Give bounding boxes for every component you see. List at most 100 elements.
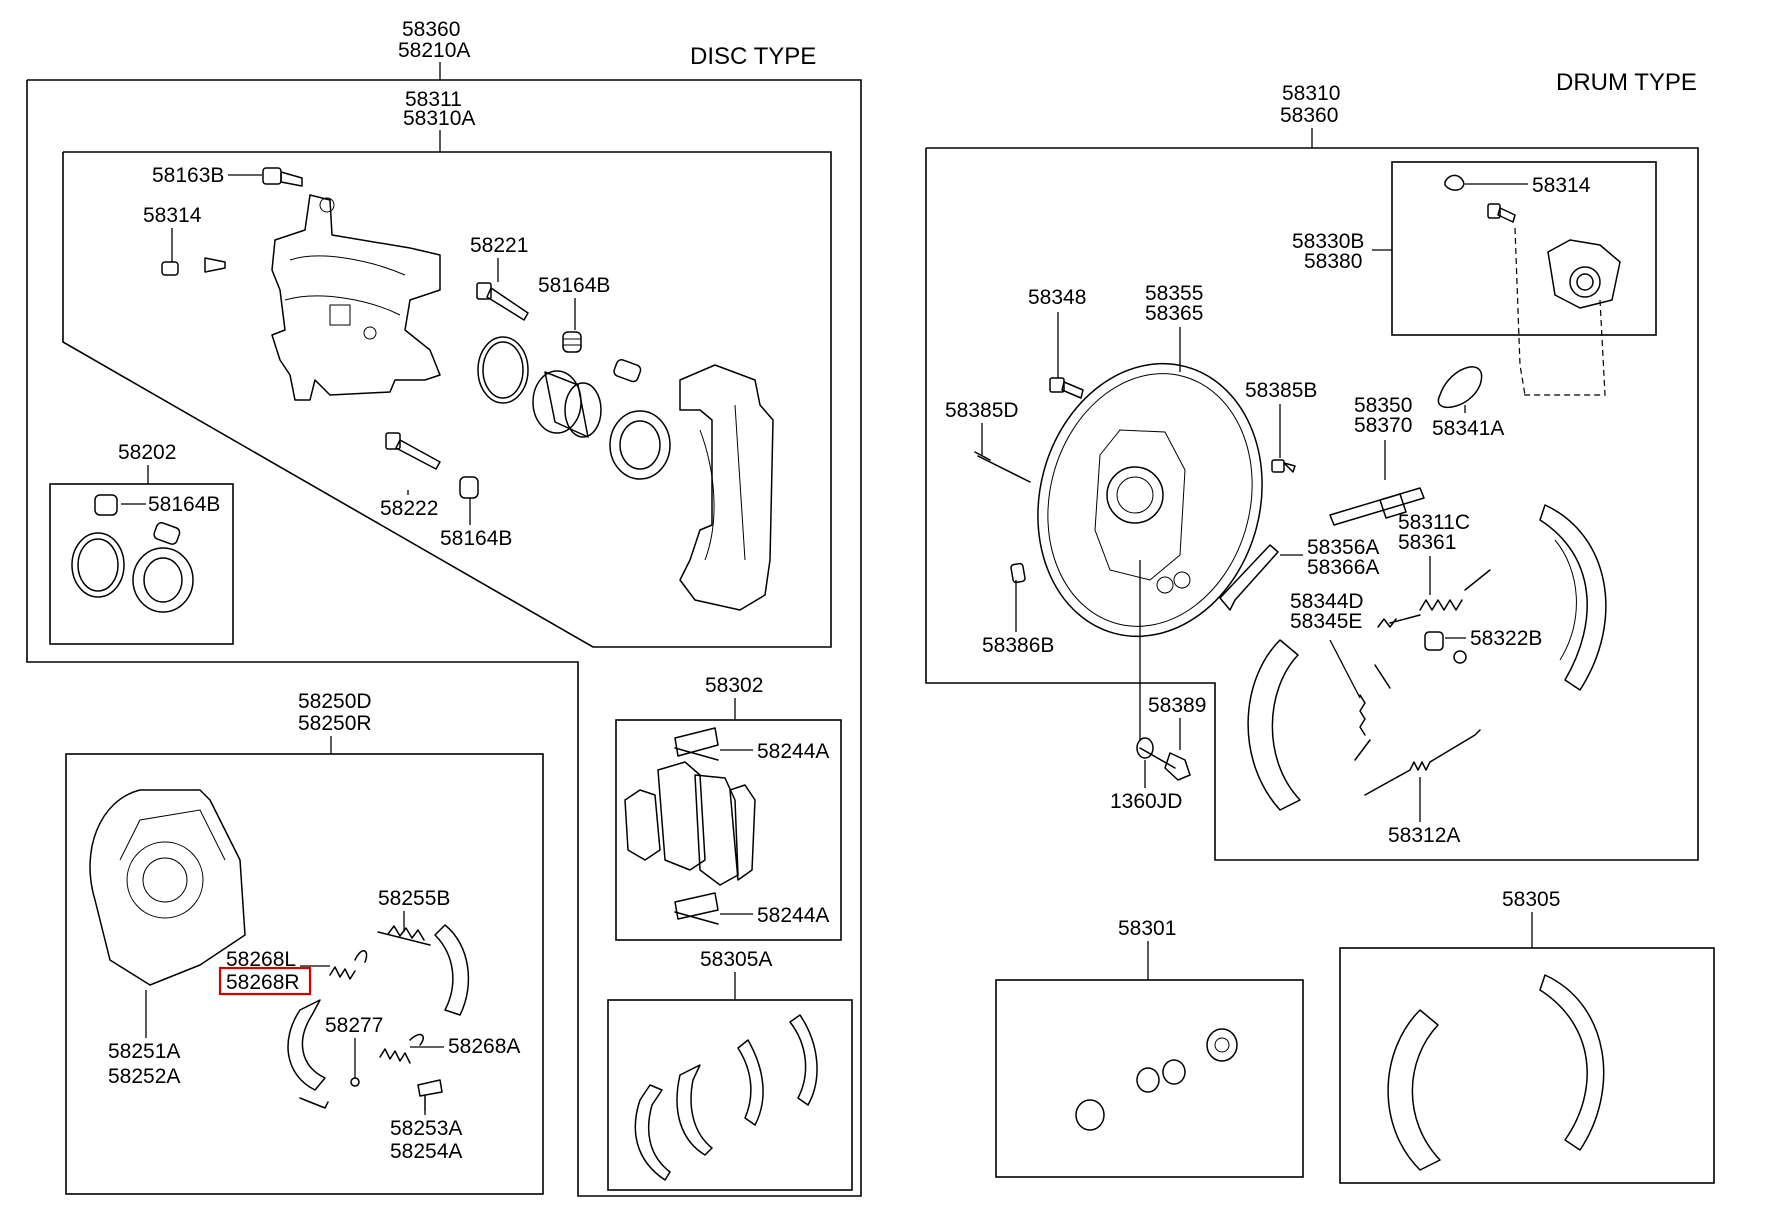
label-58311[interactable]: 58311 [405, 88, 462, 111]
label-58360-drum[interactable]: 58360 [1280, 104, 1338, 127]
drum-shoe-kit-parts [1387, 974, 1605, 1171]
lower-shoe-part [287, 999, 326, 1091]
label-58341a[interactable]: 58341A [1432, 417, 1504, 440]
pad-kit-frame [615, 719, 842, 941]
strut-part [1329, 487, 1425, 526]
boot-part-a [562, 331, 582, 353]
label-58314-disc[interactable]: 58314 [143, 204, 202, 227]
label-58322b[interactable]: 58322B [1470, 627, 1542, 650]
clip-part-b [1271, 459, 1296, 473]
adjuster-part [417, 1079, 443, 1111]
label-58385b[interactable]: 58385B [1245, 379, 1317, 402]
drum-type-section: DRUM TYPE 58310 58360 58314 58330B 58380… [925, 69, 1715, 1184]
guide-pin-part [476, 282, 529, 321]
label-58252a[interactable]: 58252A [108, 1065, 180, 1088]
label-58250d[interactable]: 58250D [298, 690, 372, 713]
label-58314-drum[interactable]: 58314 [1532, 174, 1591, 197]
label-58255b[interactable]: 58255B [378, 887, 450, 910]
caliper-assembly-frame [62, 151, 832, 648]
drum-shoe-left-part [1247, 639, 1301, 811]
label-58389[interactable]: 58389 [1148, 694, 1206, 717]
upper-shoe-part [434, 924, 470, 1016]
label-58386b[interactable]: 58386B [982, 634, 1054, 657]
boot-part-b [613, 359, 642, 383]
label-58244a-top[interactable]: 58244A [757, 740, 829, 763]
label-58380[interactable]: 58380 [1304, 250, 1362, 273]
caliper-body-part [271, 194, 441, 401]
adjuster-spring-part [377, 925, 431, 946]
label-58268r[interactable]: 58268R [226, 971, 300, 994]
label-58330b[interactable]: 58330B [1292, 230, 1364, 253]
seal-kit-frame [49, 483, 234, 645]
label-58348[interactable]: 58348 [1028, 286, 1086, 309]
shoe-kit-frame [607, 999, 853, 1191]
label-58311c[interactable]: 58311C [1398, 511, 1470, 534]
label-58253a[interactable]: 58253A [390, 1117, 462, 1140]
label-58360[interactable]: 58360 [402, 18, 460, 41]
wheel-cylinder-part [1547, 239, 1621, 309]
lever-part [1219, 544, 1279, 611]
label-58202[interactable]: 58202 [118, 441, 176, 464]
piston-part [532, 370, 602, 438]
label-58251a[interactable]: 58251A [108, 1040, 180, 1063]
oring-part [1437, 366, 1483, 409]
label-58268a[interactable]: 58268A [448, 1035, 520, 1058]
disc-assembly-frame [26, 79, 862, 1197]
label-58301[interactable]: 58301 [1118, 917, 1176, 940]
label-58344d[interactable]: 58344D [1290, 590, 1364, 613]
hold-pin-part [974, 451, 1031, 483]
lower-guide-pin-part [385, 432, 441, 470]
label-58210a[interactable]: 58210A [398, 39, 470, 62]
return-spring-part [329, 950, 368, 980]
label-58350[interactable]: 58350 [1354, 394, 1412, 417]
label-58250r[interactable]: 58250R [298, 712, 372, 735]
label-58222[interactable]: 58222 [380, 497, 438, 520]
label-58163b[interactable]: 58163B [152, 164, 224, 187]
label-1360jd[interactable]: 1360JD [1110, 790, 1182, 813]
bleeder-screw-part [161, 257, 226, 276]
label-58345e[interactable]: 58345E [1290, 610, 1362, 633]
cylinder-kit-frame [995, 979, 1304, 1178]
washer-part [1136, 737, 1154, 759]
small-bolt-part [299, 1097, 329, 1109]
label-58164b-top[interactable]: 58164B [538, 274, 610, 297]
caliper-bracket-part [679, 364, 774, 611]
label-58268l[interactable]: 58268L [226, 948, 296, 971]
hold-spring-part [1354, 664, 1391, 761]
label-58310[interactable]: 58310 [1282, 82, 1340, 105]
label-58305[interactable]: 58305 [1502, 888, 1560, 911]
label-58244a-bottom[interactable]: 58244A [757, 904, 829, 927]
mount-bolt-part [1139, 747, 1191, 781]
piston-seal-part [477, 336, 529, 404]
drum-shoe-kit-frame [1339, 947, 1715, 1184]
label-58305a[interactable]: 58305A [700, 948, 772, 971]
label-58302[interactable]: 58302 [705, 674, 763, 697]
backing-bolt-part [1049, 377, 1084, 399]
label-58366a[interactable]: 58366A [1307, 556, 1379, 579]
bleeder-valve-part [1487, 203, 1516, 223]
label-58370[interactable]: 58370 [1354, 414, 1412, 437]
label-58310a[interactable]: 58310A [403, 107, 475, 130]
cylinder-kit-parts [1075, 1028, 1238, 1131]
label-58254a[interactable]: 58254A [390, 1140, 462, 1163]
label-58356a[interactable]: 58356A [1307, 536, 1379, 559]
label-58365[interactable]: 58365 [1145, 302, 1203, 325]
lower-spring-part [379, 1033, 424, 1064]
highlight-58268r [218, 966, 312, 996]
label-58164b-bottom[interactable]: 58164B [440, 527, 512, 550]
label-58361[interactable]: 58361 [1398, 531, 1456, 554]
label-58221[interactable]: 58221 [470, 234, 528, 257]
adjust-spring-part [1377, 614, 1421, 628]
label-58385d[interactable]: 58385D [945, 399, 1019, 422]
label-58312a[interactable]: 58312A [1388, 824, 1460, 847]
upper-spring-part [1419, 569, 1491, 611]
bleeder-cap-part [1444, 174, 1465, 191]
spring-cup-part [1424, 631, 1467, 664]
drum-assembly-frame [925, 147, 1699, 861]
backing-plate-part [89, 789, 246, 986]
label-58277[interactable]: 58277 [325, 1014, 383, 1037]
label-58164b-kit[interactable]: 58164B [148, 493, 220, 516]
drum-backing-plate-part [1037, 362, 1263, 638]
label-58355[interactable]: 58355 [1145, 282, 1203, 305]
